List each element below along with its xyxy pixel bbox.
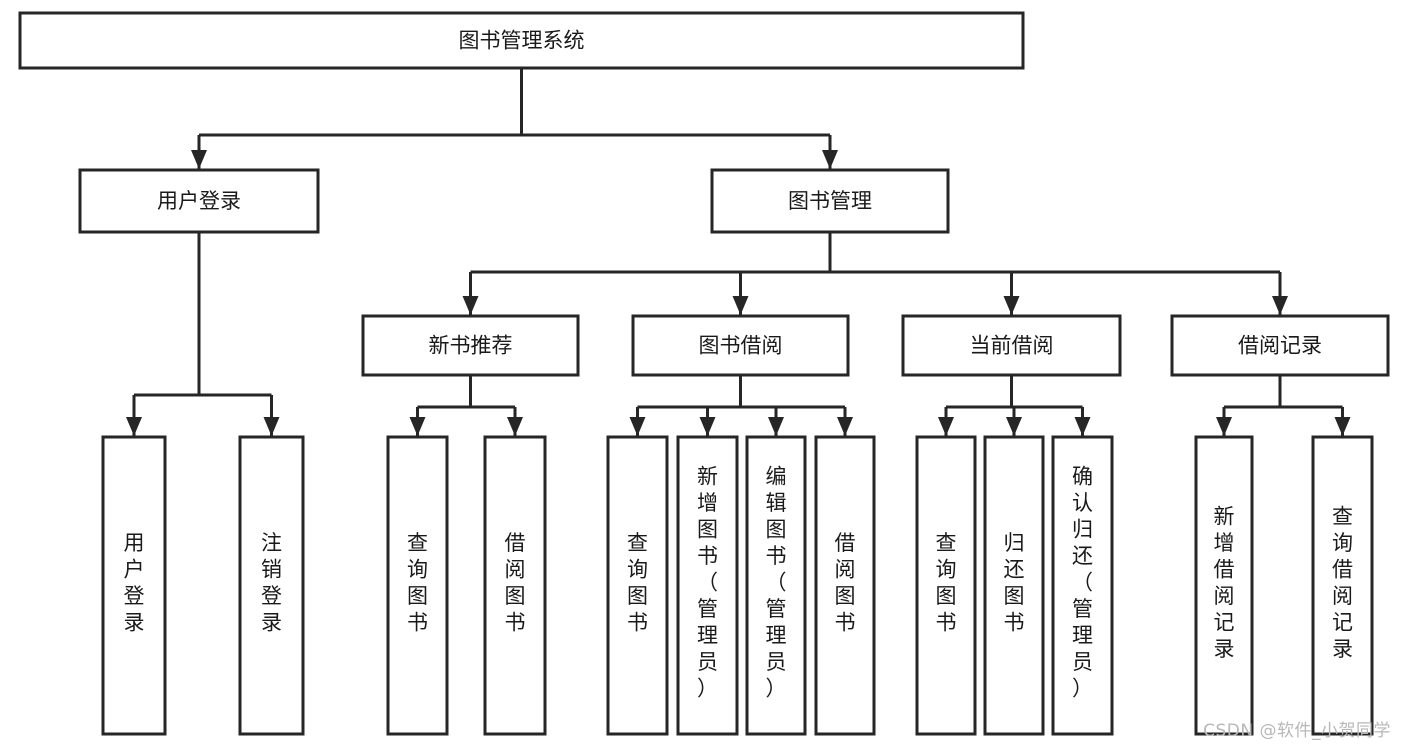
arrow-head-icon [409, 417, 426, 436]
node-leaf-query-book-cur[interactable]: 查询图书 [915, 435, 977, 736]
node-leaf-logout[interactable]: 注销登录 [238, 435, 305, 736]
arrow-head-icon [126, 417, 142, 436]
node-label: 查询图书 [407, 531, 428, 635]
arrow-head-icon [768, 417, 784, 436]
node-label: 查询图书 [627, 531, 648, 635]
arrow-head-icon [938, 417, 954, 436]
node-new-book-rec[interactable]: 新书推荐 [361, 314, 580, 377]
node-book-borrow[interactable]: 图书借阅 [631, 314, 850, 377]
csdn-watermark: CSDN @软件_小贺同学 [1203, 721, 1391, 741]
node-label: 新书推荐 [429, 334, 513, 358]
node-label: 当前借阅 [970, 334, 1054, 358]
node-leaf-return-book[interactable]: 归还图书 [983, 435, 1045, 736]
arrow-head-icon [1074, 417, 1091, 436]
node-book-manage[interactable]: 图书管理 [710, 168, 950, 234]
node-leaf-query-book-bor[interactable]: 查询图书 [606, 435, 669, 736]
node-leaf-borrow-book-rec[interactable]: 借阅图书 [483, 435, 547, 736]
node-label: 查询图书 [936, 531, 957, 635]
node-label: 图书管理 [788, 189, 872, 213]
node-label: 借阅记录 [1238, 334, 1322, 358]
arrow-head-icon [507, 417, 523, 436]
arrow-head-icon [837, 417, 853, 436]
node-label: 图书借阅 [699, 334, 783, 358]
node-label: 新增图书（管理员） [697, 465, 718, 701]
node-leaf-add-record[interactable]: 新增借阅记录 [1194, 435, 1254, 736]
node-label: 借阅图书 [505, 531, 526, 635]
nodes-layer: 图书管理系统用户登录图书管理新书推荐图书借阅当前借阅借阅记录用户登录注销登录查询… [18, 11, 1390, 736]
arrow-head-icon [732, 296, 749, 315]
node-leaf-add-book[interactable]: 新增图书（管理员） [676, 435, 739, 736]
node-label: 归还图书 [1004, 531, 1025, 635]
node-leaf-query-record[interactable]: 查询借阅记录 [1311, 435, 1374, 736]
arrow-head-icon [1216, 417, 1232, 436]
node-label: 图书管理系统 [459, 29, 585, 53]
node-label: 查询借阅记录 [1332, 504, 1353, 661]
node-root-root[interactable]: 图书管理系统 [18, 11, 1025, 70]
node-borrow-record[interactable]: 借阅记录 [1170, 314, 1390, 377]
arrow-head-icon [629, 417, 646, 436]
node-leaf-user-login[interactable]: 用户登录 [101, 435, 167, 736]
arrow-head-icon [1006, 417, 1022, 436]
node-leaf-confirm-return[interactable]: 确认归还（管理员） [1051, 435, 1114, 736]
arrow-head-icon [462, 296, 479, 315]
node-label: 借阅图书 [835, 531, 856, 635]
node-label: 用户登录 [124, 531, 145, 635]
arrow-head-icon [1272, 296, 1288, 315]
arrow-head-icon [699, 417, 716, 436]
node-label: 编辑图书（管理员） [766, 465, 787, 701]
node-label: 用户登录 [157, 189, 241, 213]
arrow-head-icon [191, 150, 207, 169]
node-label: 注销登录 [261, 531, 282, 635]
arrow-head-icon [263, 417, 280, 436]
node-user-login[interactable]: 用户登录 [78, 168, 320, 234]
node-current-borrow[interactable]: 当前借阅 [901, 314, 1122, 377]
arrow-head-icon [1334, 417, 1351, 436]
node-label: 确认归还（管理员） [1072, 465, 1093, 701]
node-leaf-edit-book[interactable]: 编辑图书（管理员） [745, 435, 807, 736]
node-leaf-query-book-rec[interactable]: 查询图书 [386, 435, 449, 736]
node-label: 新增借阅记录 [1214, 504, 1235, 661]
arrow-head-icon [822, 150, 838, 169]
arrow-head-icon [1003, 296, 1020, 315]
node-leaf-borrow-book-bor[interactable]: 借阅图书 [814, 435, 876, 736]
connectors-layer [126, 68, 1351, 436]
